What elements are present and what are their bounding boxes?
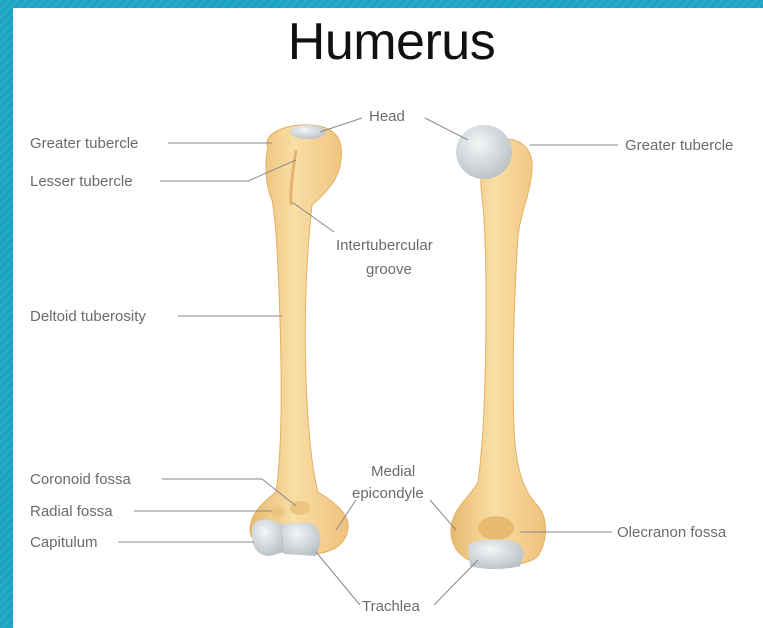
label-olecranon-fossa: Olecranon fossa — [617, 524, 727, 541]
label-coronoid-fossa: Coronoid fossa — [30, 471, 132, 488]
label-head: Head — [369, 108, 405, 125]
humerus-posterior-view — [451, 125, 546, 569]
label-greater-tubercle-right: Greater tubercle — [625, 137, 733, 154]
label-medial-line1: Medial — [371, 463, 415, 480]
posterior-head-cartilage — [456, 125, 512, 179]
label-greater-tubercle-left: Greater tubercle — [30, 135, 138, 152]
label-radial-fossa: Radial fossa — [30, 503, 113, 520]
olecranon-fossa-shape — [478, 516, 514, 540]
label-capitulum: Capitulum — [30, 534, 98, 551]
diagram-title: Humerus — [0, 12, 763, 72]
humerus-anterior-view — [250, 125, 348, 556]
anterior-bone-shaft — [250, 125, 348, 554]
capitulum-cartilage — [252, 519, 284, 556]
trochlea-cartilage-anterior — [282, 522, 320, 556]
label-deltoid-tuberosity: Deltoid tuberosity — [30, 308, 146, 325]
posterior-bone-shaft — [451, 139, 546, 565]
radial-fossa-shape — [271, 507, 285, 517]
label-lesser-tubercle: Lesser tubercle — [30, 173, 133, 190]
label-intertubercular-line2: groove — [366, 261, 412, 278]
label-trachlea: Trachlea — [362, 598, 420, 615]
labels: Greater tubercle Lesser tubercle Head Gr… — [30, 108, 733, 615]
leader-lines — [118, 118, 618, 605]
label-medial-line2: epicondyle — [352, 485, 424, 502]
trochlea-cartilage-posterior — [468, 539, 524, 569]
label-intertubercular-line1: Intertubercular — [336, 237, 433, 254]
